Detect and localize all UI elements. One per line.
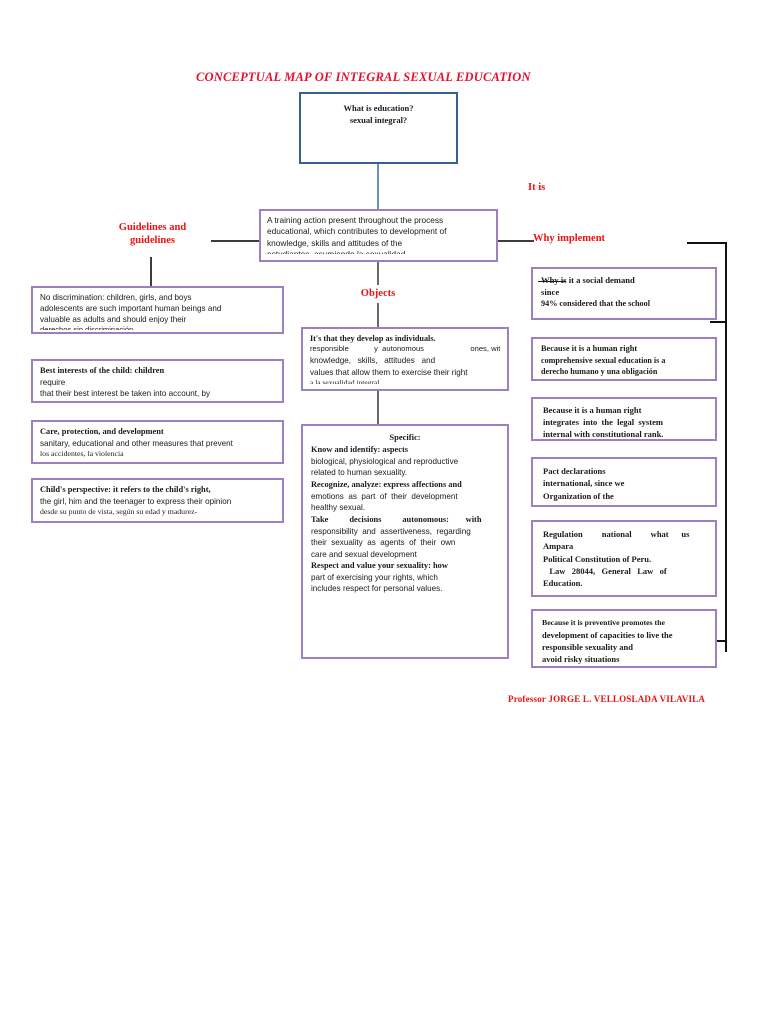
root-question-box: What is education? sexual integral?	[299, 92, 458, 164]
right-box-human-right-education: Because it is a human right comprehensiv…	[531, 337, 717, 381]
left-box-childs-perspective: Child's perspective: it refers to the ch…	[31, 478, 284, 523]
root-line-2: sexual integral?	[349, 115, 408, 126]
strikethrough-overlay	[538, 281, 566, 283]
left-box-4-line-1: the girl, him and the teenager to expres…	[40, 496, 232, 506]
specific-item-4-head: Respect and value your sexuality: how	[311, 561, 448, 571]
right-box-5-line-2: Ampara	[543, 541, 574, 552]
specific-item-1-body-2: related to human sexuality.	[311, 468, 408, 478]
why-implement-label: Why implement	[533, 233, 606, 244]
left-box-1-line-3: valuable as adults and should enjoy thei…	[40, 315, 187, 325]
specific-item-2-body-1: emotions as part of their development	[311, 491, 458, 501]
author-signature: Professor JORGE L. VELLOSLADA VILAVILA	[508, 694, 706, 704]
right-box-social-demand: Why is it a social demand since 94% cons…	[531, 267, 717, 320]
right-box-1-line-2: since	[541, 287, 560, 298]
objects-box-line-3: values that allow them to exercise their…	[310, 367, 468, 377]
left-box-3-line-1: sanitary, educational and other measures…	[40, 438, 233, 448]
specific-item-4-body-2: includes respect for personal values.	[311, 584, 443, 594]
right-box-6-line-2: development of capacities to live the	[542, 629, 673, 640]
connector-objects-to-specific	[377, 391, 379, 424]
left-box-3-head: Care, protection, and development	[40, 427, 164, 436]
objects-box-line-1: responsible y autonomous ones, with	[310, 344, 500, 354]
central-line-2: educational, which contributes to develo…	[267, 226, 447, 237]
left-box-1-line-4-clipped: derechos sin discriminación	[40, 325, 134, 331]
specific-item-3-body-2: their sexuality as agents of their own	[311, 538, 456, 548]
left-box-1-line-1: No discrimination: children, girls, and …	[40, 293, 192, 302]
connector-guidelines-stem	[150, 257, 152, 286]
right-box-2-line-2: comprehensive sexual education is a	[541, 355, 666, 365]
specific-item-1-head: Know and identify: aspects	[311, 444, 409, 454]
specific-item-1-body-1: biological, physiological and reproducti…	[311, 456, 459, 466]
root-line-1: What is education?	[343, 103, 414, 113]
connector-central-to-guidelines	[211, 240, 259, 242]
right-box-5-line-1: Regulation national what us	[543, 529, 690, 539]
specific-item-3-body-1: responsibility and assertiveness, regard…	[311, 526, 471, 536]
right-box-pact-declarations: Pact declarations international, since w…	[531, 457, 717, 507]
left-box-no-discrimination: No discrimination: children, girls, and …	[31, 286, 284, 334]
right-box-national-regulation: Regulation national what us Ampara Polit…	[531, 520, 717, 597]
left-box-best-interests: Best interests of the child: children re…	[31, 359, 284, 403]
left-box-2-line-1: require	[40, 377, 66, 387]
left-box-2-line-2: that their best interest be taken into a…	[40, 388, 211, 398]
central-definition-box: A training action present throughout the…	[259, 209, 498, 262]
right-box-6-line-3: responsible sexuality and	[542, 642, 634, 652]
specific-item-4-body-1: part of exercising your rights, which	[311, 572, 438, 582]
connector-root-to-central	[377, 164, 379, 209]
right-box-6-line-1: Because it is preventive promotes the	[542, 618, 665, 627]
left-box-4-line-2-clipped: desde su punto de vista, según su edad y…	[40, 506, 198, 516]
connector-right-tick-2	[715, 640, 726, 642]
connector-objects-to-box	[377, 303, 379, 327]
specific-item-3-body-3: care and sexual development	[311, 549, 417, 559]
left-box-care-protection: Care, protection, and development sanita…	[31, 420, 284, 464]
page-title: CONCEPTUAL MAP OF INTEGRAL SEXUAL EDUCAT…	[196, 70, 531, 84]
left-box-4-head: Child's perspective: it refers to the ch…	[40, 485, 211, 494]
right-box-3-line-2: integrates into the legal system	[543, 417, 663, 428]
specific-box: Specific: Know and identify: aspects bio…	[301, 424, 509, 659]
right-box-legal-system: Because it is a human right integrates i…	[531, 397, 717, 441]
left-box-2-head: Best interests of the child: children	[40, 366, 165, 375]
specific-item-2-body-2: healthy sexual.	[311, 503, 365, 513]
right-box-1-line-1: Why is it a social demand	[541, 275, 635, 285]
right-box-4-line-2: international, since we	[543, 478, 625, 489]
objects-box-head: It's that they develop as individuals.	[310, 334, 436, 343]
right-box-2-line-1: Because it is a human right	[541, 344, 638, 353]
objects-definition-box: It's that they develop as individuals. r…	[301, 327, 509, 391]
right-box-5-line-3: Political Constitution of Peru.	[543, 553, 652, 564]
right-box-1-line-3: 94% considered that the school	[541, 299, 651, 309]
right-box-preventive: Because it is preventive promotes the de…	[531, 609, 717, 668]
right-box-5-line-5: Education.	[543, 578, 583, 589]
guidelines-label-line-1: Guidelines and	[118, 222, 187, 233]
central-line-3: knowledge, skills and attitudes of the	[267, 237, 403, 248]
central-line-1: A training action present throughout the…	[267, 215, 444, 225]
left-box-1-line-2: adolescents are such important human bei…	[40, 304, 222, 314]
connector-central-to-why-implement	[498, 240, 534, 242]
right-box-5-line-4: Law 28044, General Law of	[543, 565, 667, 576]
specific-item-3-head: Take decisions autonomous: with	[311, 514, 482, 524]
specific-box-title: Specific:	[389, 432, 421, 442]
objects-box-line-4-clipped: a la sexualidad integral	[310, 378, 380, 385]
specific-item-2-head: Recognize, analyze: express affections a…	[311, 479, 462, 489]
objects-box-line-2: knowledge, skills, attitudes and	[310, 356, 436, 366]
right-box-3-line-3: internal with constitutional rank.	[543, 429, 664, 440]
right-box-4-line-1: Pact declarations	[543, 466, 606, 476]
objects-label: Objects	[360, 288, 396, 299]
right-box-3-line-1: Because it is a human right	[543, 405, 642, 415]
connector-right-spine-vertical	[725, 242, 727, 652]
connector-central-to-objects	[377, 262, 379, 285]
central-line-4-clipped: estudiantes, asumiendo la sexualidad	[267, 249, 406, 255]
left-box-3-line-2-clipped: los accidentes, la violencia	[40, 448, 124, 458]
right-box-6-line-4: avoid risky situations	[542, 654, 620, 665]
guidelines-label-line-2: guidelines	[130, 235, 175, 247]
connector-right-tick-1	[710, 321, 726, 323]
it-is-label: It is	[528, 182, 546, 193]
connector-right-spine-top	[687, 242, 727, 244]
right-box-2-line-3: derecho humano y una obligación	[541, 367, 658, 377]
right-box-4-line-3: Organization of the	[543, 490, 614, 501]
guidelines-label: Guidelines and guidelines	[95, 221, 210, 247]
